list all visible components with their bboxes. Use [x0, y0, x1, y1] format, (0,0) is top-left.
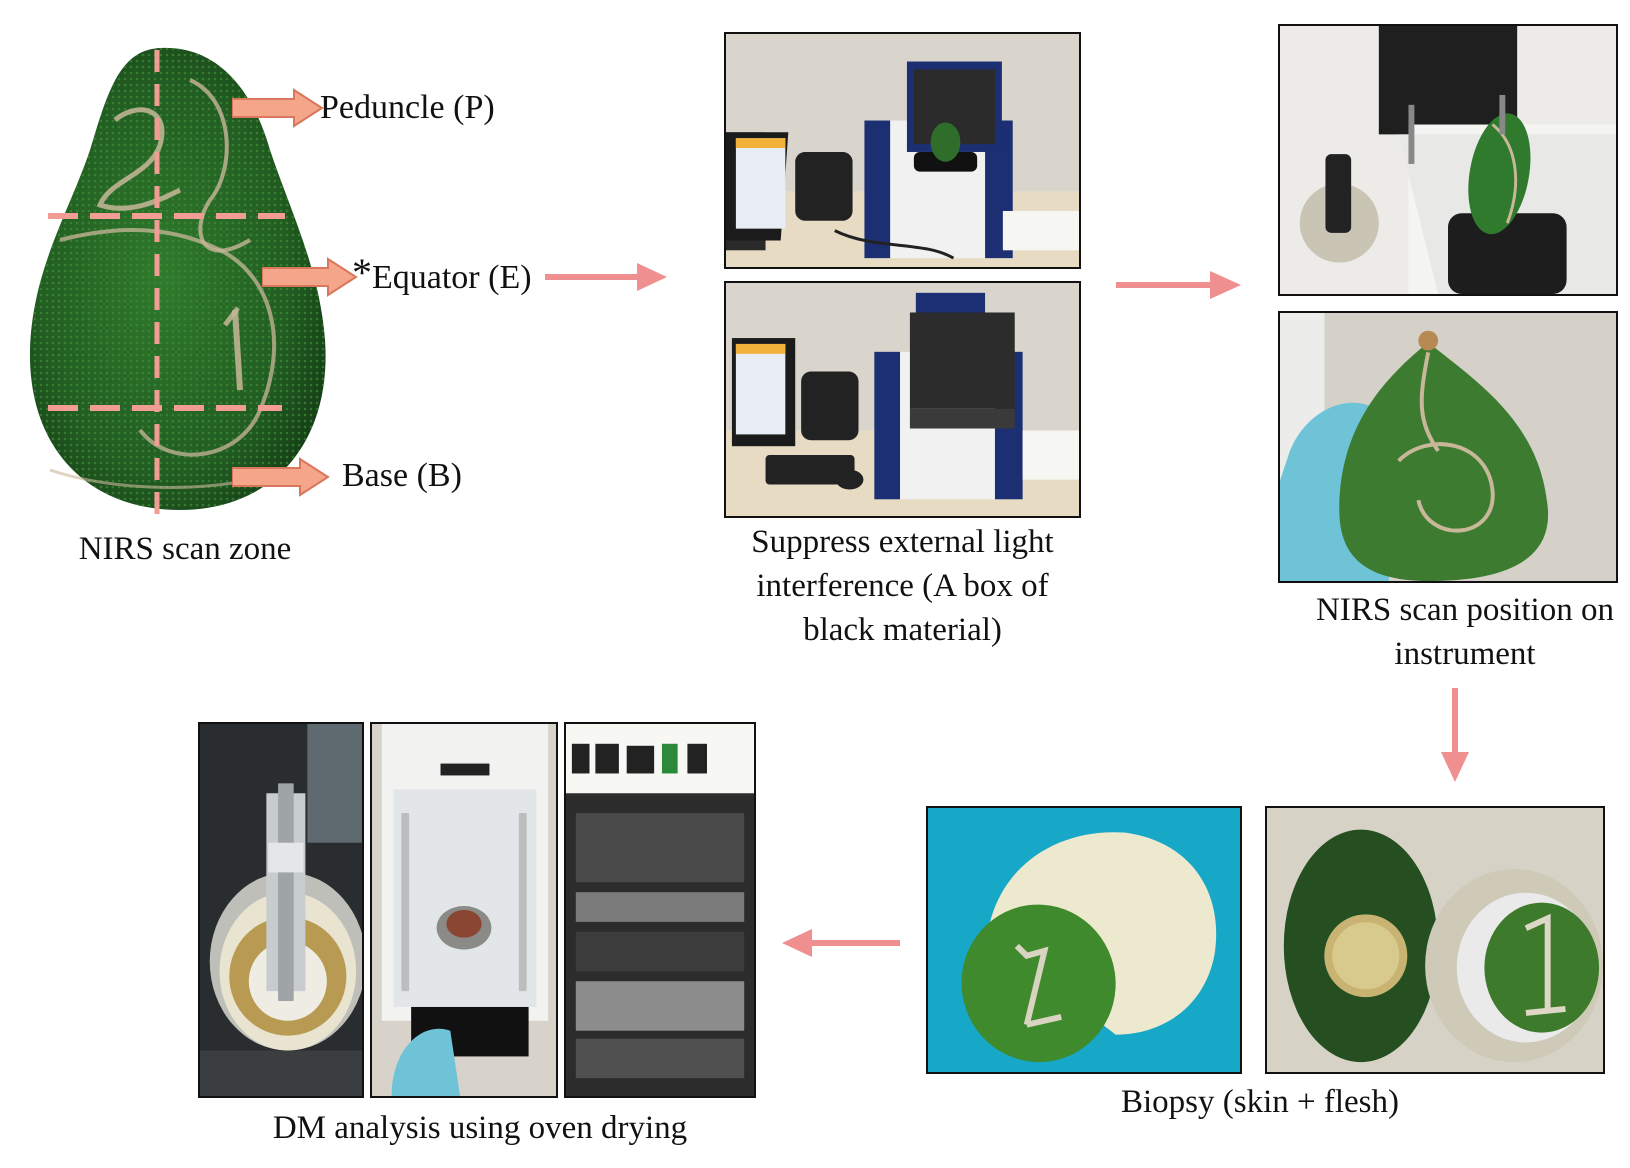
- oven-photo: [564, 722, 756, 1098]
- position-step-caption: NIRS scan position on instrument: [1316, 592, 1614, 672]
- equator-label: Equator (E): [372, 259, 532, 296]
- blender-photo: [198, 722, 364, 1098]
- avocado-biopsy-hole-photo: [1265, 806, 1605, 1074]
- avocado-on-instrument-photo: [1278, 24, 1618, 296]
- biopsy-core-photo: [926, 806, 1242, 1074]
- base-pointer-arrow: [232, 457, 330, 497]
- flow-arrow-3: [1438, 688, 1472, 784]
- flow-arrow-4: [780, 926, 900, 960]
- balance-photo: [370, 722, 558, 1098]
- scan-zone-caption: NIRS scan zone: [78, 531, 292, 567]
- avocado-in-glove-photo: [1278, 311, 1618, 583]
- instrument-open-photo: [724, 32, 1081, 269]
- instrument-covered-photo: [724, 281, 1081, 518]
- equator-label-wrap: *Equator (E): [352, 253, 532, 298]
- base-label: Base (B): [342, 457, 462, 494]
- peduncle-label: Peduncle (P): [320, 89, 495, 126]
- equator-asterisk: *: [352, 250, 372, 295]
- biopsy-step-caption: Biopsy (skin + flesh): [1120, 1084, 1400, 1120]
- scan-zone-avocado: [20, 40, 340, 530]
- equator-pointer-arrow: [262, 257, 358, 297]
- peduncle-pointer-arrow: [232, 88, 324, 128]
- light-step-caption: Suppress external light interference (A …: [751, 524, 1054, 648]
- dm-step-caption: DM analysis using oven drying: [272, 1110, 688, 1146]
- flow-arrow-1: [545, 260, 670, 294]
- flow-arrow-2: [1116, 268, 1244, 302]
